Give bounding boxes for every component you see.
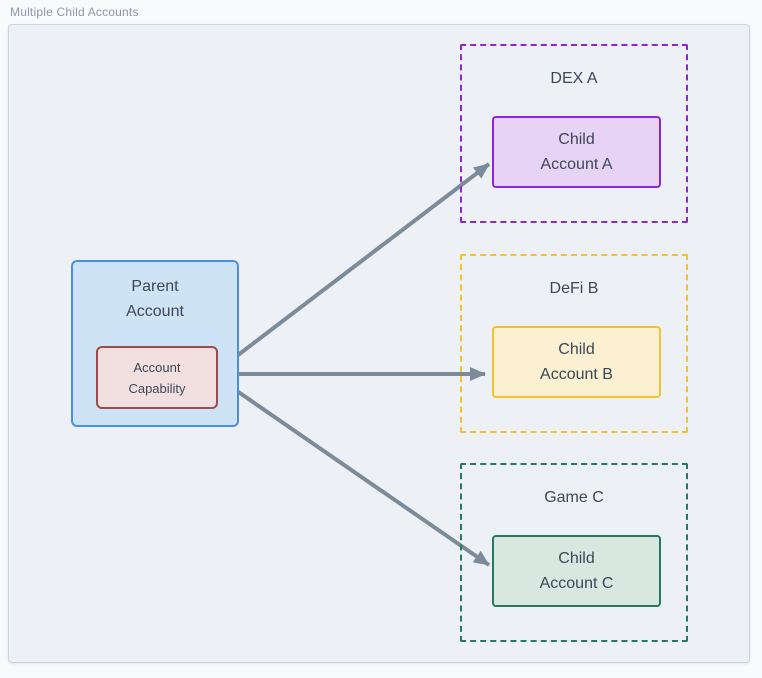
frame-container: Parent Account Account Capability DEX A … — [8, 24, 750, 663]
group-game-c-label: Game C — [544, 489, 604, 506]
group-defi-b: DeFi B Child Account B — [460, 254, 688, 433]
group-defi-b-label: DeFi B — [549, 280, 599, 297]
child-account-a-node: Child Account A — [492, 116, 661, 188]
arrows-layer — [219, 162, 491, 567]
group-dex-a-label: DEX A — [550, 70, 598, 87]
child-account-c-node: Child Account C — [492, 535, 661, 607]
arrow-parent-to-child-c — [219, 378, 491, 567]
parent-account-label: Parent Account — [126, 278, 184, 320]
group-game-c: Game C Child Account C — [460, 463, 688, 642]
arrow-parent-to-child-a — [219, 162, 491, 370]
frame-title: Multiple Child Accounts — [10, 5, 139, 19]
group-dex-a: DEX A Child Account A — [460, 44, 688, 223]
account-capability-node: Account Capability — [96, 346, 218, 409]
parent-account-node: Parent Account Account Capability — [71, 260, 239, 427]
child-account-b-node: Child Account B — [492, 326, 661, 398]
